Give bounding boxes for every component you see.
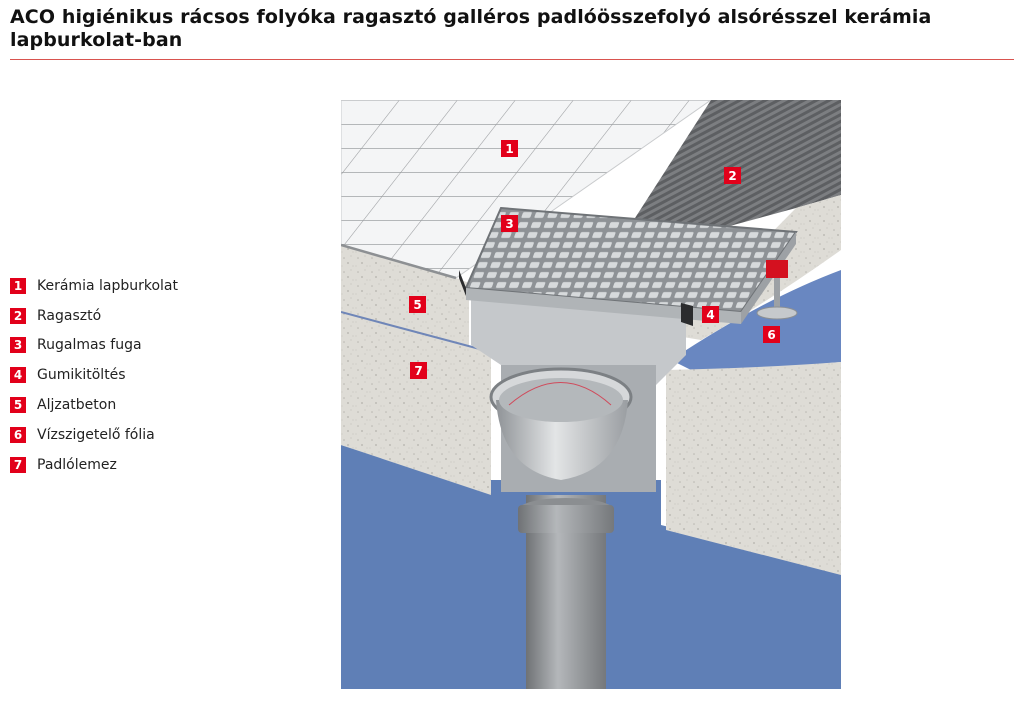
callout-number: 7 (414, 364, 422, 378)
legend-number-badge: 7 (10, 456, 26, 473)
ceramic-tile-surface (341, 100, 711, 278)
legend-item: 4 Gumikitöltés (10, 360, 178, 390)
callout-number: 6 (767, 328, 775, 342)
legend-item: 3 Rugalmas fuga (10, 331, 178, 361)
callout-number: 4 (706, 308, 714, 322)
legend-item: 2 Ragasztó (10, 301, 178, 331)
legend-number-badge: 4 (10, 367, 26, 384)
legend-label: Vízszigetelő fólia (37, 426, 155, 443)
legend-number-badge: 3 (10, 337, 26, 354)
legend-number-badge: 5 (10, 397, 26, 414)
callout-badge: 6 (763, 326, 780, 343)
rubber-filler (459, 270, 466, 296)
callout-badge: 2 (724, 167, 741, 184)
legend-label: Kerámia lapburkolat (37, 277, 178, 294)
callout-number: 2 (728, 169, 736, 183)
legend-label: Gumikitöltés (37, 367, 126, 384)
callout-badge: 3 (501, 215, 518, 232)
screed-front-left (341, 245, 469, 348)
legend-number-badge: 6 (10, 426, 26, 443)
callout-number: 3 (505, 217, 513, 231)
waterproofing-membrane (671, 270, 841, 375)
callout-number: 5 (413, 298, 421, 312)
blue-ground (641, 520, 841, 689)
floor-slab-left (341, 312, 491, 495)
callout-badge: 4 (702, 306, 719, 323)
floor-slab-right (666, 362, 841, 575)
legend-item: 5 Aljzatbeton (10, 390, 178, 420)
page-title: ACO higiénikus rácsos folyóka ragasztó g… (10, 6, 932, 51)
legend-item: 6 Vízszigetelő fólia (10, 420, 178, 450)
legend-label: Aljzatbeton (37, 397, 117, 414)
callout-badge: 5 (409, 296, 426, 313)
legend-number-badge: 2 (10, 307, 26, 324)
drain-bowl (496, 400, 628, 480)
rubber-filler (681, 303, 693, 326)
title-divider (10, 59, 1014, 60)
leveling-foot (756, 260, 798, 320)
legend-label: Padlólemez (37, 456, 117, 473)
legend-item: 1 Kerámia lapburkolat (10, 271, 178, 301)
callout-badge: 1 (501, 140, 518, 157)
legend-label: Ragasztó (37, 307, 102, 324)
legend-item: 7 Padlólemez (10, 450, 178, 480)
callout-badge: 7 (410, 362, 427, 379)
callout-number: 1 (505, 142, 513, 156)
floor-drain-cross-section-illustration: 1 2 3 4 5 6 7 (341, 100, 841, 689)
grate-frame (466, 288, 741, 324)
legend-label: Rugalmas fuga (37, 337, 142, 354)
legend: 1 Kerámia lapburkolat 2 Ragasztó 3 Rugalmas… (10, 271, 178, 480)
legend-number-badge: 1 (10, 277, 26, 294)
blue-ground (341, 445, 501, 689)
